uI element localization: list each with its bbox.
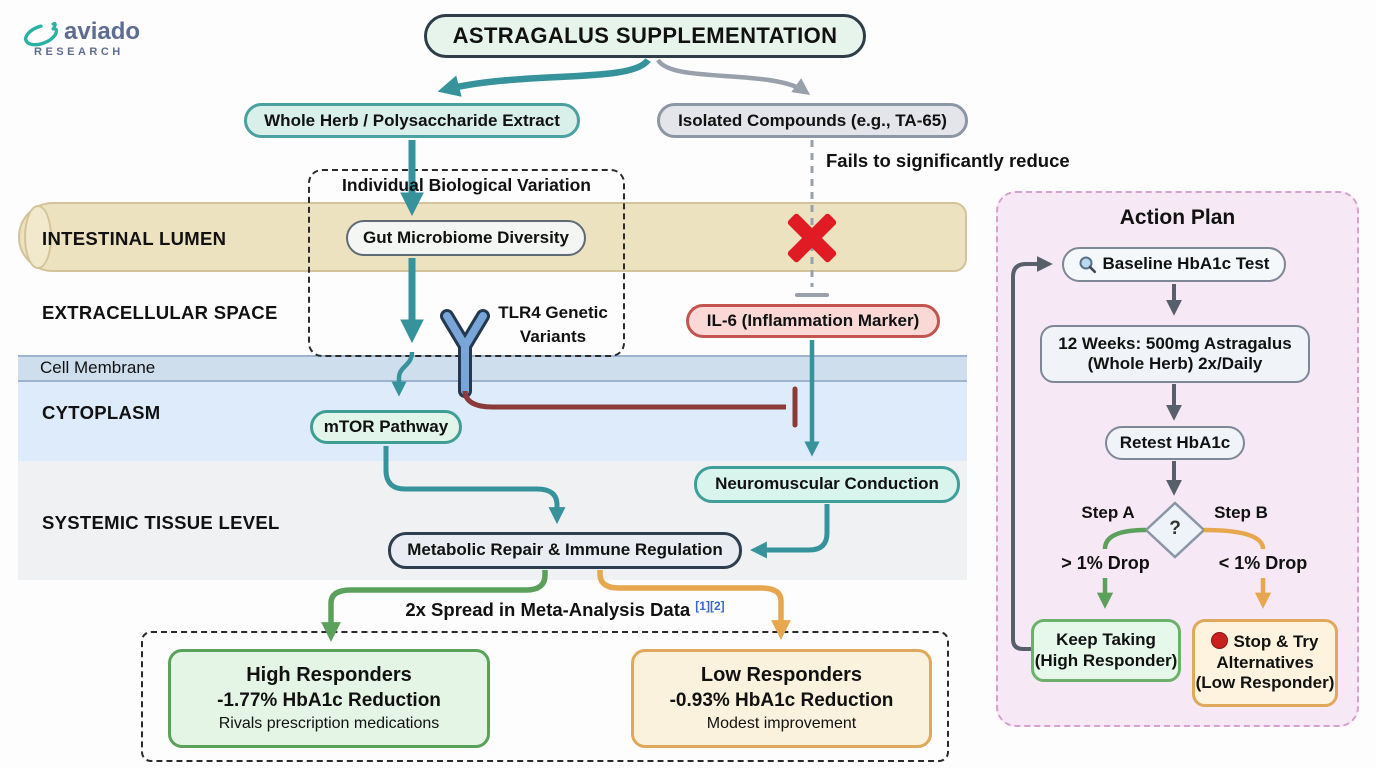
gut-microbiome-label: Gut Microbiome Diversity xyxy=(363,227,569,247)
keep-line1: Keep Taking xyxy=(1056,630,1156,650)
twelve-weeks-line1: 12 Weeks: 500mg Astragalus xyxy=(1058,333,1292,353)
high-title: High Responders xyxy=(246,664,412,686)
il6-label: IL-6 (Inflammation Marker) xyxy=(706,310,920,330)
arrow-mtor-metabolic xyxy=(383,446,566,525)
stop-alternatives-node: Stop & Try Alternatives (Low Responder) xyxy=(1192,619,1338,707)
low-responders-node: Low Responders -0.93% HbA1c Reduction Mo… xyxy=(631,649,932,748)
gut-microbiome-node: Gut Microbiome Diversity xyxy=(346,220,586,256)
twelve-weeks-node: 12 Weeks: 500mg Astragalus (Whole Herb) … xyxy=(1040,325,1310,383)
arrow-metabolic-high xyxy=(321,570,548,642)
arrow-membrane-mtor xyxy=(391,351,415,397)
keep-line2: (High Responder) xyxy=(1034,650,1178,670)
retest-node: Retest HbA1c xyxy=(1105,426,1245,460)
high-value: -1.77% HbA1c Reduction xyxy=(217,690,441,711)
extracellular-label: EXTRACELLULAR SPACE xyxy=(42,302,278,323)
arrow-title-isolated xyxy=(656,58,811,95)
variation-title: Individual Biological Variation xyxy=(342,175,591,195)
brand-sub: RESEARCH xyxy=(34,46,124,58)
systemic-label: SYSTEMIC TISSUE LEVEL xyxy=(42,512,280,533)
decision-diamond xyxy=(1144,501,1206,559)
lumen-label: INTESTINAL LUMEN xyxy=(42,228,227,249)
arrow-neuro-metabolic xyxy=(749,504,830,559)
loop-keep-baseline xyxy=(1011,256,1053,651)
stop-line3: (Low Responder) xyxy=(1195,673,1335,693)
tlr4-label: TLR4 Genetic Variants xyxy=(470,301,636,349)
retest-label: Retest HbA1c xyxy=(1119,432,1231,452)
tlr4-line1: TLR4 Genetic xyxy=(498,303,608,322)
action-plan-title: Action Plan xyxy=(1119,206,1236,229)
arrow-title-wholeherb xyxy=(437,57,651,97)
branch-a-label: > 1% Drop xyxy=(1061,553,1150,573)
diagram-title-text: ASTRAGALUS SUPPLEMENTATION xyxy=(452,23,838,48)
stop-line1: Stop & Try xyxy=(1233,632,1319,652)
brand-logo-icon xyxy=(22,18,62,57)
il6-node: IL-6 (Inflammation Marker) xyxy=(686,304,940,338)
whole-herb-label: Whole Herb / Polysaccharide Extract xyxy=(264,110,560,130)
low-title: Low Responders xyxy=(700,664,863,686)
low-note: Modest improvement xyxy=(706,715,857,732)
whole-herb-node: Whole Herb / Polysaccharide Extract xyxy=(244,103,580,138)
baseline-label: Baseline HbA1c Test xyxy=(1102,254,1270,274)
step-b-label: Step B xyxy=(1214,503,1268,522)
step-a-label: Step A xyxy=(1081,503,1135,522)
neuromuscular-node: Neuromuscular Conduction xyxy=(694,466,960,503)
stop-icon xyxy=(1211,632,1229,650)
membrane-label: Cell Membrane xyxy=(40,358,156,377)
spread-text: 2x Spread in Meta-Analysis Data xyxy=(405,599,691,620)
isolated-compounds-node: Isolated Compounds (e.g., TA-65) xyxy=(657,103,968,138)
inhibit-line-tlr4 xyxy=(462,390,786,410)
magnifier-icon xyxy=(1079,256,1097,274)
baseline-node: Baseline HbA1c Test xyxy=(1062,247,1286,282)
neuromuscular-label: Neuromuscular Conduction xyxy=(715,474,939,494)
stop-line2: Alternatives xyxy=(1216,652,1314,672)
outcomes-box xyxy=(141,631,949,762)
blocked-x-icon xyxy=(786,212,838,264)
brand-name: aviado xyxy=(64,18,141,45)
metabolic-label: Metabolic Repair & Immune Regulation xyxy=(407,540,723,560)
mtor-label: mTOR Pathway xyxy=(323,416,449,436)
high-note: Rivals prescription medications xyxy=(218,715,440,732)
twelve-weeks-line2: (Whole Herb) 2x/Daily xyxy=(1087,354,1263,373)
high-responders-node: High Responders -1.77% HbA1c Reduction R… xyxy=(168,649,490,748)
metabolic-node: Metabolic Repair & Immune Regulation xyxy=(388,532,742,569)
diagram-title: ASTRAGALUS SUPPLEMENTATION xyxy=(424,14,866,58)
spread-refs: [1][2] xyxy=(695,599,725,613)
mtor-node: mTOR Pathway xyxy=(310,410,462,444)
decision-question: ? xyxy=(1169,518,1181,539)
lumen-cap xyxy=(24,205,52,269)
spread-note: 2x Spread in Meta-Analysis Data [1][2] xyxy=(340,599,790,621)
cytoplasm-label: CYTOPLASM xyxy=(42,402,161,423)
tlr4-receptor-fill xyxy=(443,312,487,395)
isolated-compounds-label: Isolated Compounds (e.g., TA-65) xyxy=(678,110,947,130)
arrow-metabolic-low xyxy=(597,570,791,640)
curve-decision-b xyxy=(1203,527,1266,550)
low-value: -0.93% HbA1c Reduction xyxy=(669,690,894,711)
branch-b-label: < 1% Drop xyxy=(1218,553,1308,573)
fail-note: Fails to significantly reduce xyxy=(826,150,1070,171)
keep-taking-node: Keep Taking (High Responder) xyxy=(1031,619,1181,682)
tlr4-line2: Variants xyxy=(519,327,587,346)
curve-decision-a xyxy=(1102,527,1147,550)
